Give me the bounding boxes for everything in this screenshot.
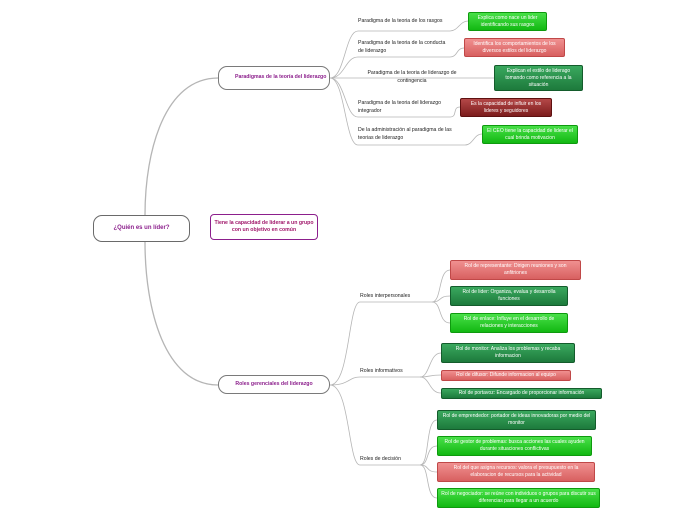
link-item-2-3: [419, 464, 438, 499]
paradigma-contingencia[interactable]: Paradigma de la teoria de liderazgo de c…: [358, 68, 466, 88]
rol-negociador-text: Rol de negociador: se reúne con individu…: [441, 491, 596, 504]
rol-portavoz-text: Rol de portavoz: Encargado de proporcion…: [458, 390, 585, 396]
rol-difusor-text: Rol de difusor: Difunde informacion al e…: [456, 372, 556, 378]
link-item-0-2: [431, 301, 451, 324]
detail-integrador[interactable]: Es la capacidad de influir en los lidere…: [460, 98, 552, 117]
detail-administracion-text: El CEO tiene la capacidad de liderar el …: [487, 127, 573, 141]
group-decision[interactable]: Roles de decisión: [360, 455, 420, 465]
floating-topic[interactable]: Tiene la capacidad de liderar a un grupo…: [210, 214, 318, 240]
rol-monitor-text: Rol de monitor: Analiza los problemas y …: [455, 346, 561, 359]
rol-emprendedor-text: Rol de emprendedor: portador de ideas in…: [442, 413, 591, 426]
link-group-1: [329, 376, 420, 386]
link-detail-1: [358, 47, 465, 58]
rol-portavoz[interactable]: Rol de portavoz: Encargado de proporcion…: [441, 388, 602, 399]
rol-representante-text: Rol de representante: Dirigen reuniones …: [464, 263, 567, 276]
group-decision-label: Roles de decisión: [360, 456, 401, 463]
link-paradigma-4: [329, 77, 359, 146]
detail-administracion[interactable]: El CEO tiene la capacidad de liderar el …: [482, 125, 578, 144]
detail-conducta-text: Identifica los comportamientos de los di…: [473, 40, 556, 54]
root-topic-label: ¿Quién es un líder?: [113, 225, 170, 232]
detail-rasgos[interactable]: Explica como nace un lider identificando…: [468, 12, 547, 31]
link-item-0-1: [431, 295, 451, 303]
link-root-roles: [144, 241, 219, 386]
rol-monitor[interactable]: Rol de monitor: Analiza los problemas y …: [441, 343, 575, 363]
rol-negociador[interactable]: Rol de negociador: se reúne con individu…: [437, 488, 600, 508]
paradigma-integrador[interactable]: Paradigma de la teoria del liderazgo int…: [358, 98, 450, 118]
rol-lider-text: Rol de lider: Organiza, evalua y desarro…: [462, 289, 556, 302]
paradigma-conducta-label: Paradigma de la teoria de la conducta de…: [358, 40, 446, 54]
rol-enlace[interactable]: Rol de enlace: Influye en el desarrollo …: [450, 313, 568, 333]
link-detail-4: [358, 133, 483, 146]
link-paradigma-3: [329, 77, 359, 118]
rol-asigna-recursos-text: Rol del que asigna recursos: valora el p…: [453, 465, 579, 478]
branch-paradigmas[interactable]: Paradigmas de la teoría del liderazgo: [218, 66, 330, 90]
link-detail-3: [358, 106, 461, 118]
rol-emprendedor[interactable]: Rol de emprendedor: portador de ideas in…: [437, 410, 596, 430]
group-interpersonales-label: Roles interpersonales: [360, 293, 411, 300]
rol-gestor-problemas[interactable]: Rol de gestor de problemas: busca accion…: [437, 436, 592, 456]
branch-paradigmas-label: Paradigmas de la teoría del liderazgo: [235, 74, 327, 81]
paradigma-integrador-label: Paradigma de la teoria del liderazgo int…: [358, 100, 442, 114]
paradigma-rasgos[interactable]: Paradigma de la teoria de los rasgos: [358, 12, 450, 32]
paradigma-administracion[interactable]: De la administración al paradigma de las…: [358, 125, 458, 145]
link-item-2-0: [419, 419, 438, 466]
rol-gestor-problemas-text: Rol de gestor de problemas: busca accion…: [444, 439, 585, 452]
link-item-0-0: [431, 269, 451, 303]
link-paradigma-1: [329, 56, 359, 79]
root-topic[interactable]: ¿Quién es un líder?: [93, 215, 190, 242]
link-item-2-1: [419, 445, 438, 466]
rol-enlace-text: Rol de enlace: Influye en el desarrollo …: [463, 316, 555, 329]
group-interpersonales[interactable]: Roles interpersonales: [360, 292, 432, 302]
link-group-0: [329, 301, 432, 386]
paradigma-contingencia-label: Paradigma de la teoria de liderazgo de c…: [367, 70, 457, 84]
rol-lider[interactable]: Rol de lider: Organiza, evalua y desarro…: [450, 286, 568, 306]
rol-representante[interactable]: Rol de representante: Dirigen reuniones …: [450, 260, 581, 280]
floating-topic-label: Tiene la capacidad de liderar a un grupo…: [214, 219, 314, 233]
group-informativos[interactable]: Roles informativos: [360, 367, 420, 377]
detail-conducta[interactable]: Identifica los comportamientos de los di…: [464, 38, 565, 57]
rol-difusor[interactable]: Rol de difusor: Difunde informacion al e…: [441, 370, 571, 381]
rol-asigna-recursos[interactable]: Rol del que asigna recursos: valora el p…: [437, 462, 595, 482]
detail-integrador-text: Es la capacidad de influir en los lidere…: [470, 100, 542, 114]
link-detail-0: [358, 20, 469, 32]
branch-roles-label: Roles gerenciales del liderazgo: [235, 380, 313, 387]
link-paradigma-0: [329, 30, 359, 79]
link-item-1-2: [419, 376, 442, 394]
link-root-paradigmas: [144, 77, 219, 216]
link-item-1-0: [419, 352, 442, 378]
detail-contingencia-text: Explican el estilo de liderago tomando c…: [505, 67, 572, 88]
link-group-2: [329, 384, 420, 466]
branch-roles[interactable]: Roles gerenciales del liderazgo: [218, 375, 330, 394]
detail-contingencia[interactable]: Explican el estilo de liderago tomando c…: [494, 65, 583, 91]
paradigma-administracion-label: De la administración al paradigma de las…: [358, 127, 452, 141]
paradigma-rasgos-label: Paradigma de la teoria de los rasgos: [358, 18, 443, 25]
detail-rasgos-text: Explica como nace un lider identificando…: [477, 14, 538, 28]
paradigma-conducta[interactable]: Paradigma de la teoria de la conducta de…: [358, 38, 450, 58]
group-informativos-label: Roles informativos: [360, 368, 403, 375]
